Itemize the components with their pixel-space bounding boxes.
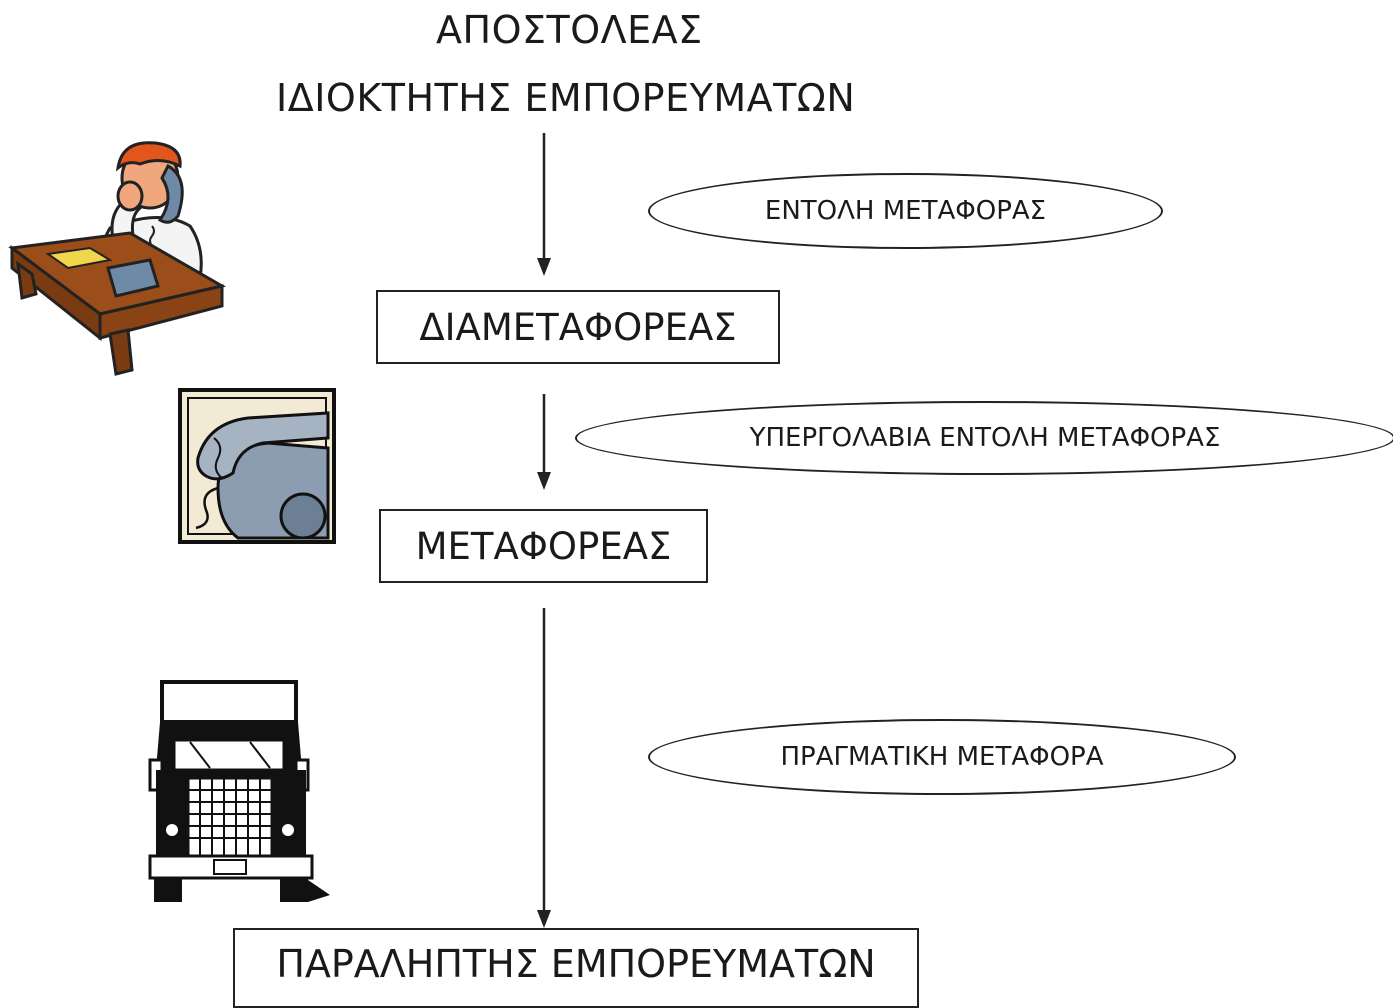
- truck-icon: [148, 680, 332, 906]
- person-on-phone-icon: [8, 138, 230, 378]
- forwarder-box: ΔΙΑΜΕΤΑΦΟΡΕΑΣ: [376, 290, 780, 364]
- receiver-label: ΠΑΡΑΛΗΠΤΗΣ ΕΜΠΟΡΕΥΜΑΤΩΝ: [276, 942, 876, 986]
- receiver-box: ΠΑΡΑΛΗΠΤΗΣ ΕΜΠΟΡΕΥΜΑΤΩΝ: [233, 928, 919, 1008]
- subcontract-order-label: ΥΠΕΡΓΟΛΑΒΙΑ ΕΝΤΟΛΗ ΜΕΤΑΦΟΡΑΣ: [749, 423, 1221, 453]
- transport-order-ellipse: ΕΝΤΟΛΗ ΜΕΤΑΦΟΡΑΣ: [648, 173, 1163, 249]
- actual-transport-label: ΠΡΑΓΜΑΤΙΚΗ ΜΕΤΑΦΟΡΑ: [780, 742, 1104, 772]
- transport-order-label: ΕΝΤΟΛΗ ΜΕΤΑΦΟΡΑΣ: [764, 196, 1047, 226]
- subcontract-order-ellipse: ΥΠΕΡΓΟΛΑΒΙΑ ΕΝΤΟΛΗ ΜΕΤΑΦΟΡΑΣ: [575, 401, 1393, 475]
- telephone-icon: [178, 388, 336, 544]
- carrier-label: ΜΕΤΑΦΟΡΕΑΣ: [415, 524, 672, 568]
- carrier-box: ΜΕΤΑΦΟΡΕΑΣ: [379, 509, 708, 583]
- actual-transport-ellipse: ΠΡΑΓΜΑΤΙΚΗ ΜΕΤΑΦΟΡΑ: [648, 719, 1236, 795]
- sender-subtitle: ΙΔΙΟΚΤΗΤΗΣ ΕΜΠΟΡΕΥΜΑΤΩΝ: [276, 76, 856, 120]
- sender-title: ΑΠΟΣΤΟΛΕΑΣ: [436, 8, 703, 52]
- forwarder-label: ΔΙΑΜΕΤΑΦΟΡΕΑΣ: [419, 305, 737, 349]
